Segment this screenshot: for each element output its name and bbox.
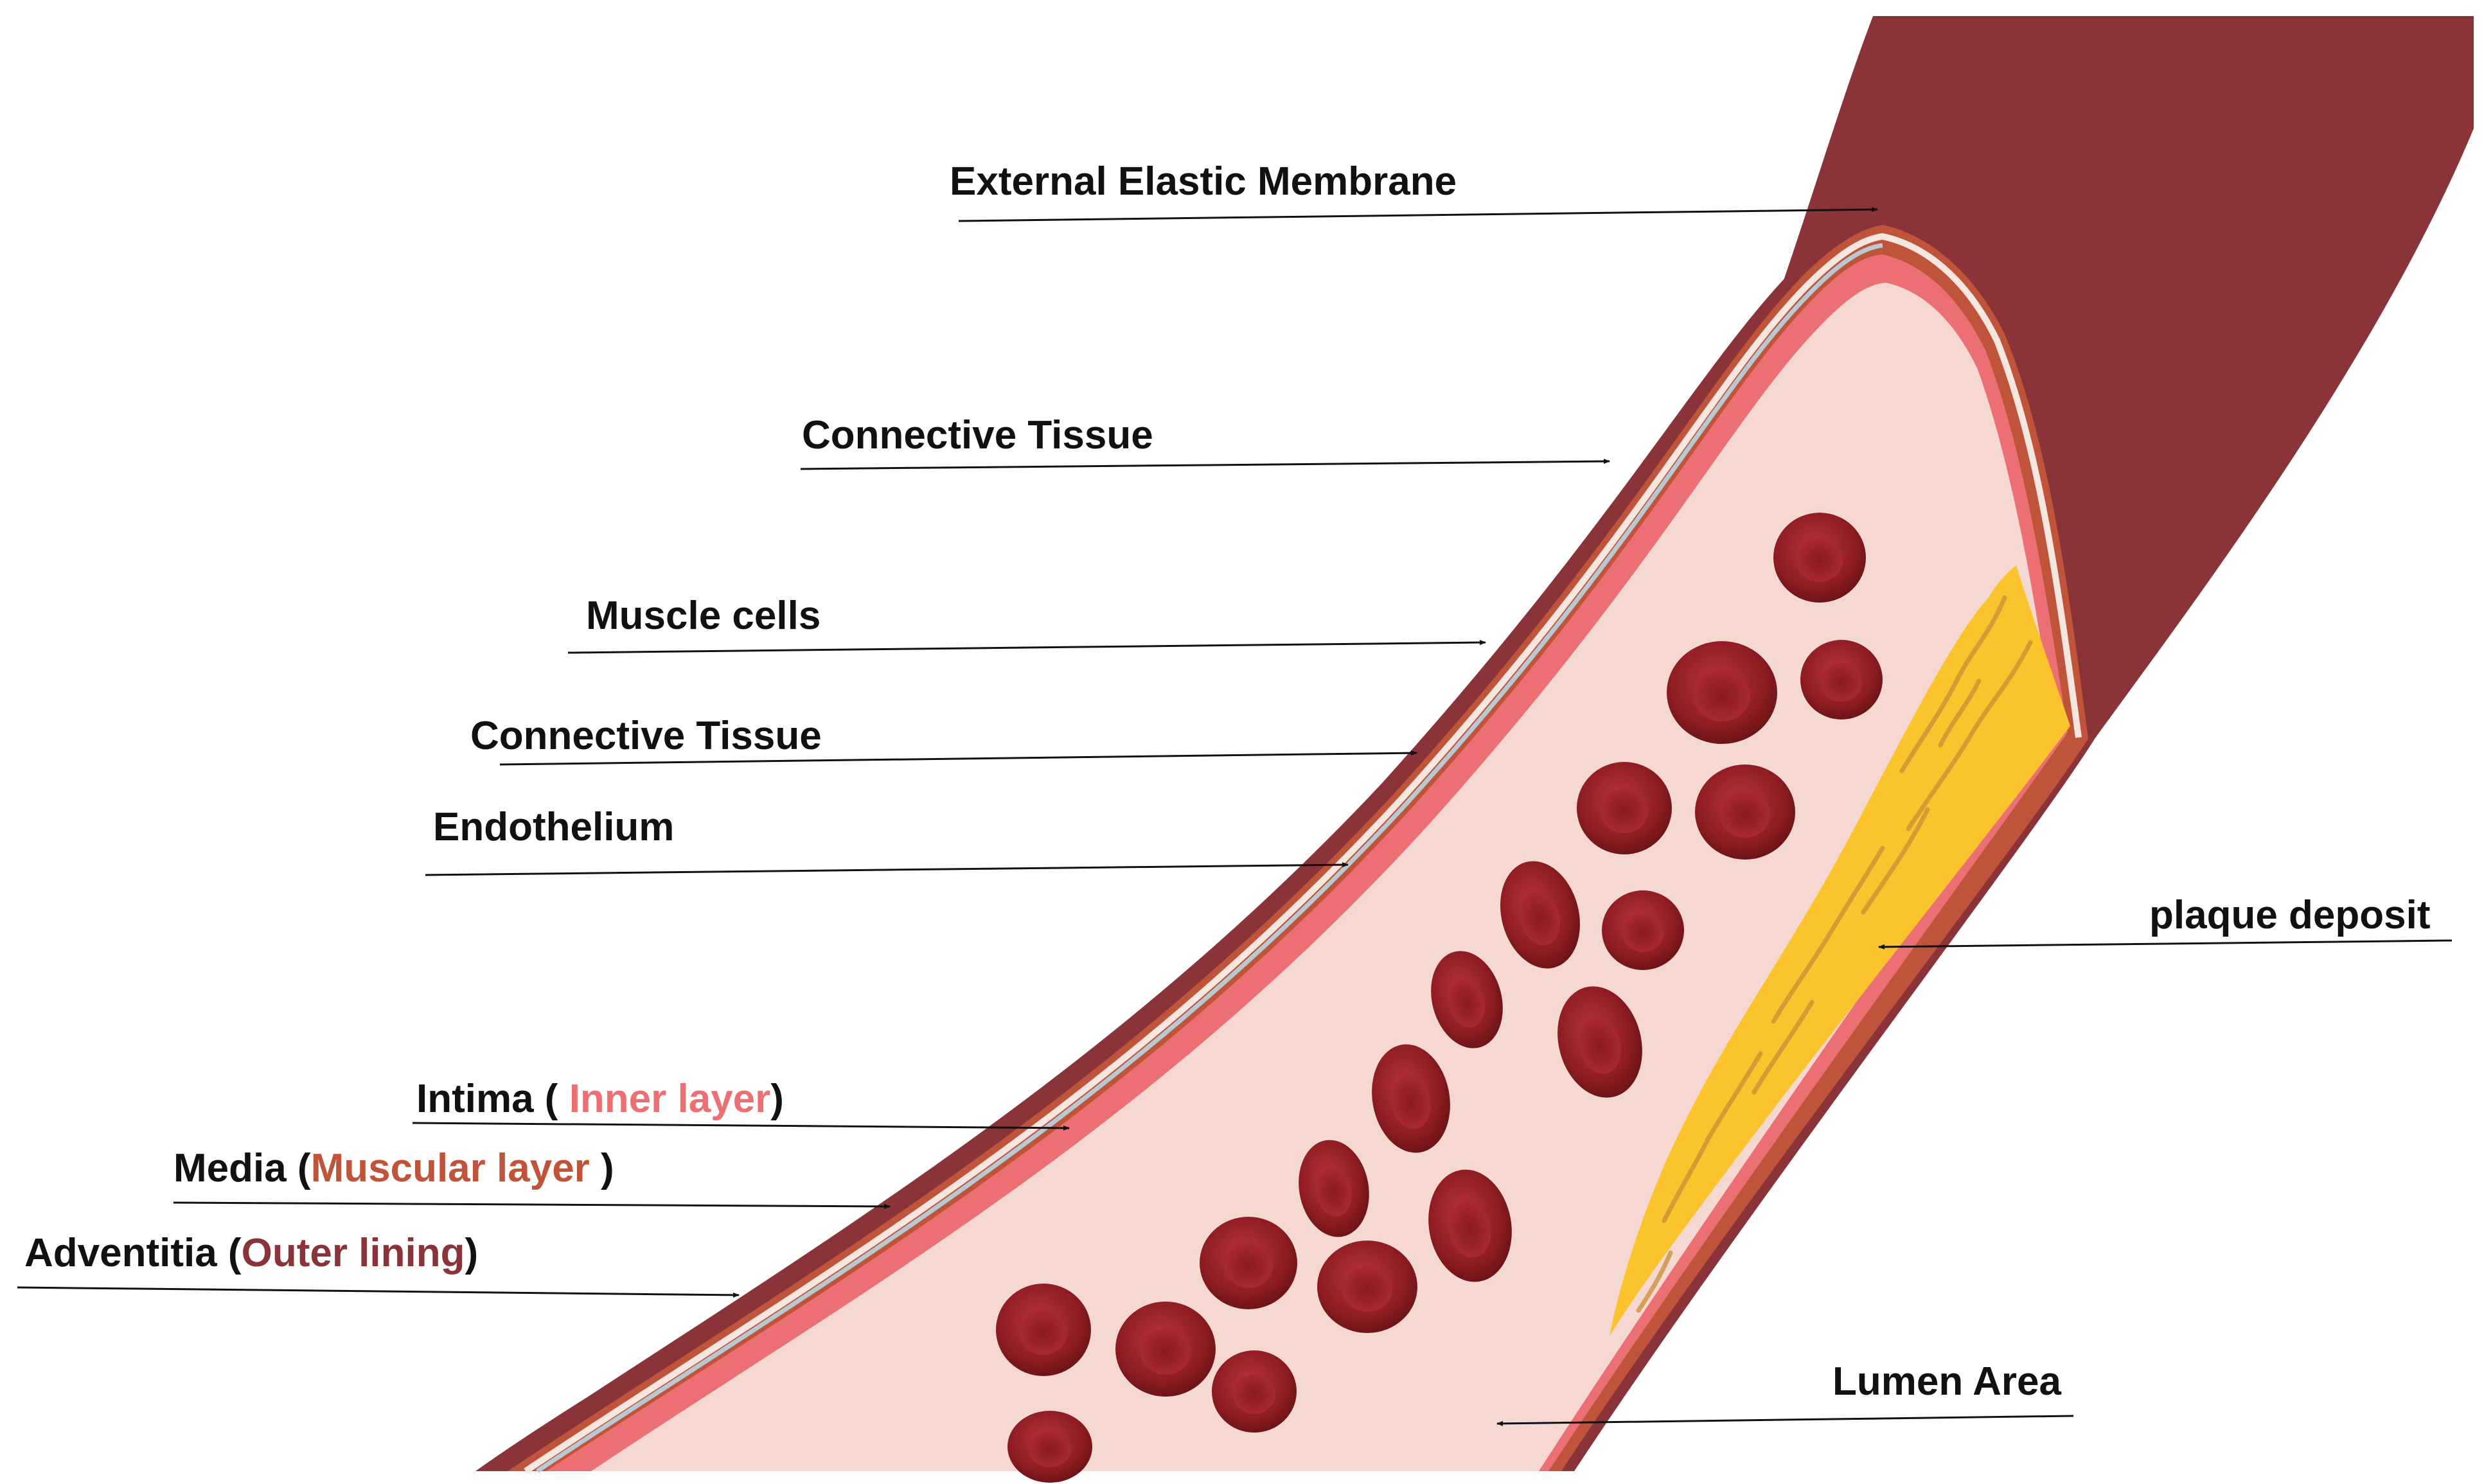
red-blood-cell [1577, 762, 1672, 854]
red-blood-cell [1428, 1169, 1512, 1282]
label-adventitia: Adventitia (Outer lining) [24, 1233, 478, 1273]
red-blood-cell [1431, 951, 1503, 1048]
label-external-elastic-membrane: External Elastic Membrane [950, 159, 1457, 204]
label-intima: Intima ( Inner layer) [416, 1079, 784, 1119]
label-lumen-area: Lumen Area [1832, 1359, 2062, 1404]
leader-lines [17, 207, 2453, 1426]
leader-external-elastic-membrane [958, 207, 1878, 222]
external-elastic-membrane-line [524, 233, 2082, 1474]
label-media: Media (Muscular layer ) [173, 1149, 614, 1188]
plaque-texture [1636, 595, 2033, 1313]
red-blood-cell [1115, 1302, 1216, 1397]
red-blood-cell [1773, 513, 1866, 603]
intima-layer-name: Inner layer [569, 1077, 771, 1121]
adventitia-layer-name: Outer lining [241, 1231, 465, 1275]
label-connective-tissue-outer: Connective Tissue [802, 413, 1153, 457]
red-blood-cell [1695, 764, 1795, 860]
leader-adventitia [17, 1286, 740, 1298]
connective-tissue-line [536, 243, 1883, 1473]
red-blood-cell [1212, 1350, 1297, 1433]
leader-intima [412, 1122, 1070, 1131]
leader-connective-tissue-inner [499, 750, 1417, 766]
red-blood-cell [1602, 890, 1684, 970]
leader-connective-tissue-outer [800, 459, 1610, 470]
leader-muscle-cells [567, 640, 1486, 654]
media-close: ) [589, 1146, 614, 1190]
red-blood-cell [1800, 640, 1883, 720]
label-muscle-cells: Muscle cells [586, 594, 821, 638]
red-blood-cell [1299, 1140, 1369, 1237]
label-plaque-deposit: plaque deposit [2149, 893, 2431, 937]
intima-close: ) [770, 1077, 784, 1121]
leader-lumen-area [1496, 1415, 2074, 1426]
red-blood-cell [1317, 1241, 1417, 1333]
label-endothelium: Endothelium [433, 805, 675, 849]
adventitia-close: ) [465, 1231, 479, 1275]
media-layer-name: Muscular layer [310, 1146, 590, 1190]
red-blood-cell [996, 1284, 1091, 1376]
red-blood-cells [996, 513, 1883, 1483]
red-blood-cell [1557, 986, 1642, 1098]
leader-endothelium [425, 862, 1349, 876]
leader-media [173, 1201, 891, 1209]
label-connective-tissue-inner: Connective Tissue [470, 714, 822, 758]
red-blood-cell [1372, 1044, 1450, 1153]
red-blood-cell [1200, 1217, 1297, 1309]
adventitia-name: Adventitia ( [24, 1231, 242, 1275]
red-blood-cell [1007, 1411, 1092, 1483]
media-name: Media ( [173, 1146, 311, 1190]
leader-plaque-deposit [1878, 939, 2453, 950]
intima-name: Intima ( [416, 1077, 569, 1121]
red-blood-cell [1500, 861, 1580, 969]
red-blood-cell [1667, 641, 1777, 744]
